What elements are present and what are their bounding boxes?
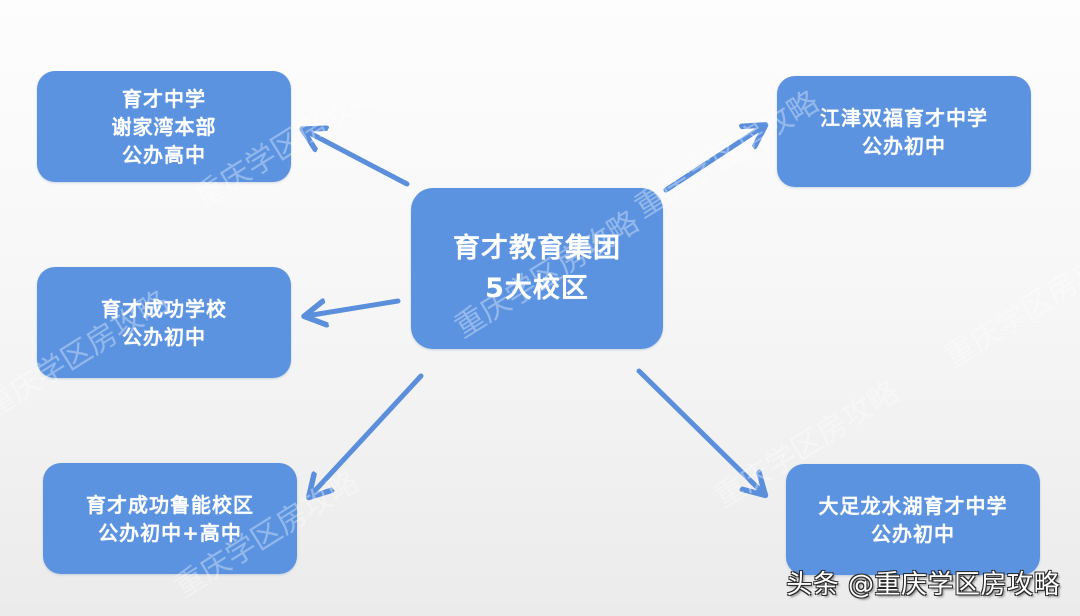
arrow-to-bottom-right: [636, 368, 764, 494]
node-line: 育才成功鲁能校区: [86, 492, 254, 517]
center-node-title: 育才教育集团: [453, 232, 621, 264]
node-line: 育才中学: [122, 86, 206, 111]
source-credit: 头条 @重庆学区房攻略: [786, 570, 1060, 600]
node-yucai-chenggong-school: 育才成功学校 公办初中: [37, 267, 291, 378]
center-node-subtitle: 5大校区: [485, 272, 589, 304]
arrow-to-mid-left: [306, 301, 401, 316]
node-line: 公办初中+高中: [98, 520, 242, 545]
node-jiangjin-shuangfu-yucai: 江津双福育才中学 公办初中: [777, 76, 1031, 187]
center-node-yucai-education-group: 育才教育集团 5大校区: [411, 188, 663, 349]
watermark-text: 重庆学区房攻略: [938, 234, 1080, 376]
node-line: 谢家湾本部: [111, 114, 217, 139]
arrow-to-bottom-left: [310, 373, 424, 496]
arrow-to-top-left: [304, 130, 410, 187]
node-line: 公办高中: [122, 142, 206, 167]
node-yucai-middle-school-xiejiawan: 育才中学 谢家湾本部 公办高中: [37, 71, 291, 182]
node-yucai-chenggong-luneng-campus: 育才成功鲁能校区 公办初中+高中: [43, 463, 297, 574]
node-line: 公办初中: [862, 133, 946, 158]
node-line: 公办初中: [122, 324, 206, 349]
node-dazu-longshuihu-yucai: 大足龙水湖育才中学 公办初中: [786, 464, 1040, 575]
node-line: 大足龙水湖育才中学: [818, 493, 1008, 518]
node-line: 江津双福育才中学: [820, 105, 988, 130]
node-line: 公办初中: [871, 521, 955, 546]
arrow-to-top-right: [663, 126, 764, 193]
node-line: 育才成功学校: [101, 296, 227, 321]
